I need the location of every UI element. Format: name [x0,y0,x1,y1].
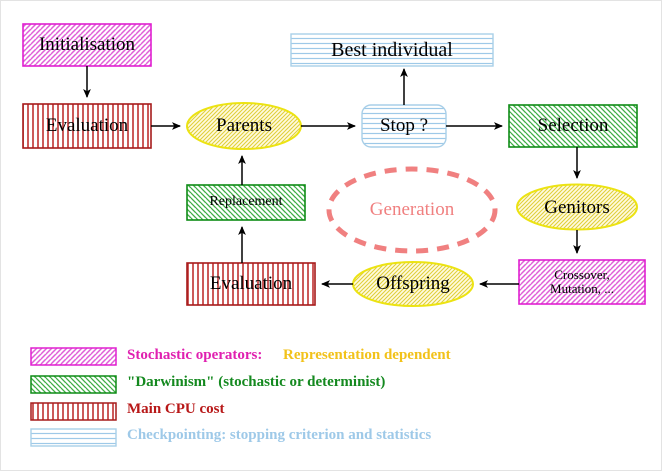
node-shape-crossover-mutation [518,259,646,305]
node-shape-evaluation-bottom [186,262,316,306]
legend-swatch-darwinism [30,375,117,394]
legend-swatch-checkpointing [30,428,117,447]
legend-label-checkpointing: Checkpointing: stopping criterion and st… [127,427,432,443]
node-shape-offspring [352,261,474,307]
legend-label-cpu: Main CPU cost [127,401,225,417]
legend-swatch-cpu [30,402,117,421]
legend-label-stochastic: Stochastic operators: [127,347,263,363]
node-shape-replacement [186,184,306,221]
legend-label-stochastic-secondary: Representation dependent [283,347,451,363]
node-shape-genitors [516,183,638,231]
node-shape-best-individual [290,33,494,67]
node-shape-selection [508,104,638,148]
node-shape-evaluation-top [22,103,152,149]
legend-label-darwinism: "Darwinism" (stochastic or determinist) [127,374,386,390]
legend-swatch-stochastic [30,347,117,366]
node-shape-generation [326,166,498,254]
node-shape-initialisation [22,23,152,67]
node-shape-stop [361,104,447,148]
node-shape-parents [186,102,302,150]
